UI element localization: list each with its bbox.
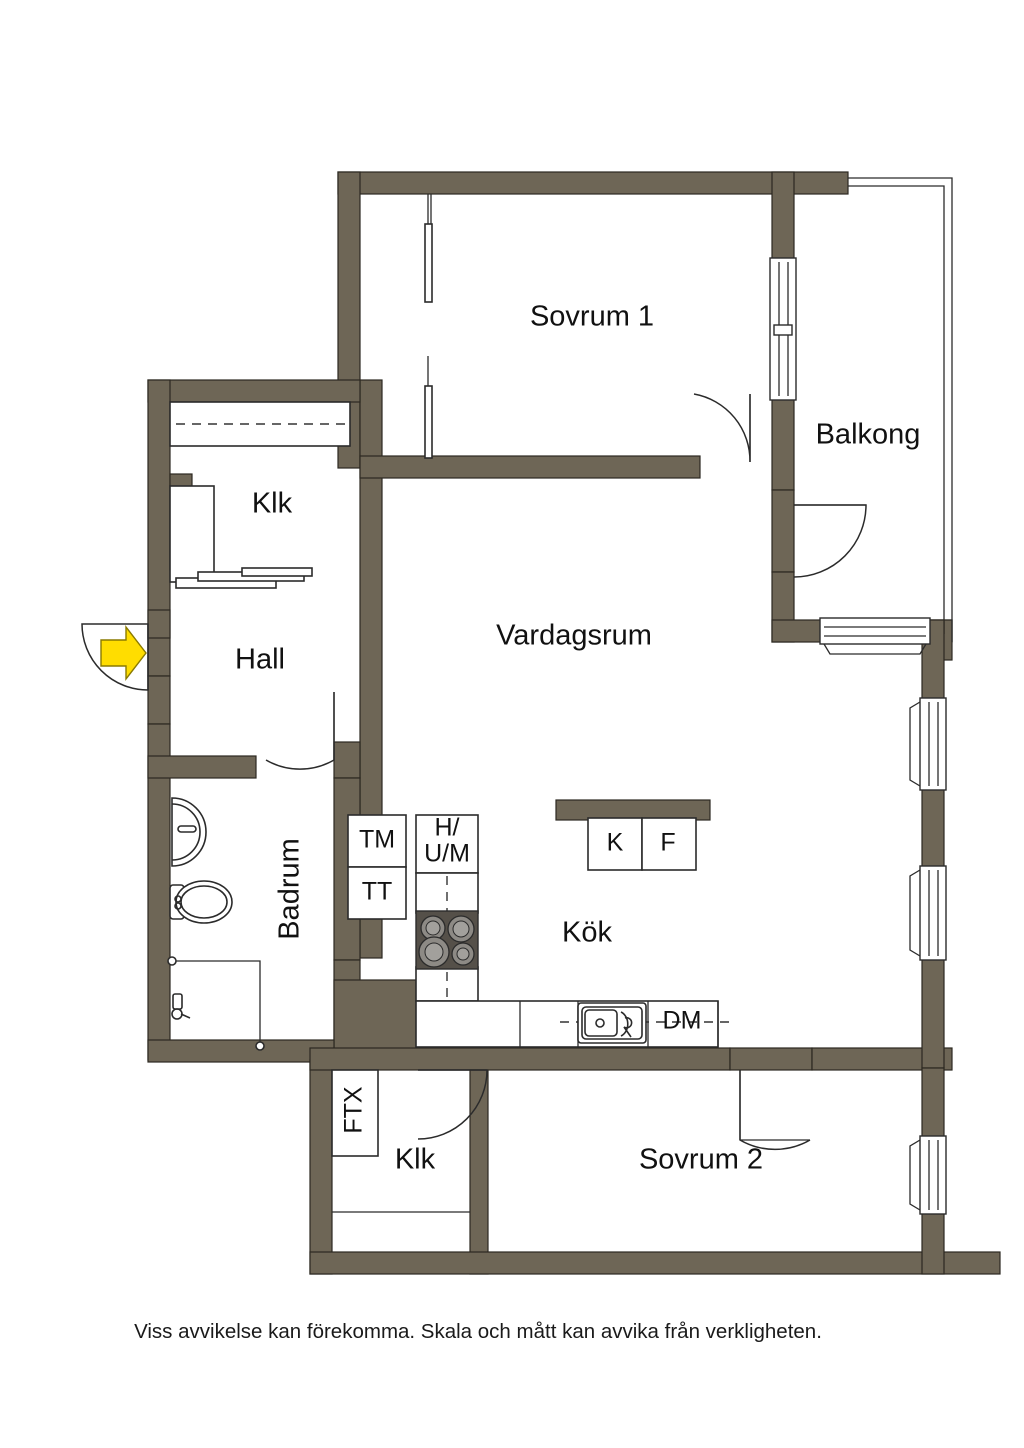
window-east-2 [909, 865, 947, 961]
wall-right-exterior-b [921, 787, 945, 869]
walls-group [147, 171, 1001, 1275]
room-label-vardagsrum: Vardagsrum [496, 620, 652, 652]
appliance-labels-group: TM TT H/ U/M K F DM FTX [340, 814, 702, 1134]
wall-left-klk-bottom [309, 1059, 333, 1275]
appliance-label-tm: TM [359, 826, 395, 854]
wall-kok-sovrum2-divider [309, 1047, 731, 1071]
toilet [169, 880, 233, 924]
door-balcony[interactable] [793, 504, 867, 578]
room-label-klk-bottom: Klk [395, 1144, 436, 1176]
wall-top-klk [147, 379, 361, 403]
appliance-label-hum-line2: U/M [424, 840, 470, 868]
room-label-sovrum2: Sovrum 2 [639, 1144, 763, 1176]
room-label-kok: Kök [562, 917, 612, 949]
shower-mixer-icon [171, 993, 191, 1020]
klk-top-shelving [169, 401, 351, 589]
balcony-railing [848, 177, 953, 642]
room-label-badrum: Badrum [274, 838, 306, 940]
window-east-1 [909, 697, 947, 791]
fixtures-group [167, 194, 730, 1213]
laundry-boxes [347, 814, 407, 920]
box-hum [415, 814, 575, 1023]
appliance-label-k: K [607, 829, 624, 857]
door-badrum[interactable] [265, 692, 335, 770]
wall-sovrum1-vardagsrum [359, 455, 701, 479]
wall-kok-sovrum2-far-right [811, 1047, 953, 1071]
appliance-label-ftx: FTX [340, 1086, 368, 1134]
wall-right-exterior-c [921, 957, 945, 1069]
doors-group [81, 393, 867, 1151]
wall-entrance-upper [147, 609, 171, 639]
window-balcony-bottom [819, 617, 931, 655]
appliance-label-hum-line1: H/ [435, 814, 460, 842]
room-label-sovrum1: Sovrum 1 [530, 301, 654, 333]
box-f [641, 817, 697, 871]
appliance-label-f: F [660, 829, 675, 857]
appliance-label-dm: DM [663, 1007, 702, 1035]
wall-kitchen-stub [555, 799, 711, 821]
wall-entrance-lower [147, 675, 171, 725]
wall-bottom-exterior [309, 1251, 1001, 1275]
door-sovrum2[interactable] [739, 1070, 811, 1151]
wall-right-exterior-d [921, 1067, 945, 1139]
box-ftx [331, 1069, 379, 1157]
windows-group [769, 257, 947, 1215]
wall-klk-sovrum2-divider [469, 1069, 489, 1275]
room-label-balkong: Balkong [816, 419, 921, 451]
box-tm [347, 814, 407, 868]
entrance-arrow-icon [100, 624, 147, 682]
wall-right-sovrum1-bottom [771, 397, 795, 491]
wall-badrum-top-left [147, 755, 257, 779]
wall-kitchen-badrum-block [333, 979, 417, 1061]
bathroom-sink [171, 797, 207, 867]
window-east-3 [909, 1135, 947, 1215]
wall-badrum-top-right-stub [333, 741, 361, 779]
door-klk-bottom[interactable] [417, 1069, 488, 1140]
disclaimer-caption: Viss avvikelse kan förekomma. Skala och … [134, 1320, 822, 1343]
fridge-freezer-boxes [587, 817, 697, 871]
wall-right-sovrum1-top [771, 171, 795, 273]
window-sovrum1-east [769, 257, 797, 401]
wall-balcony-divider-mid [771, 489, 795, 573]
wall-badrum-bottom [147, 1039, 335, 1063]
sovrum1-wardrobe-lines [424, 194, 433, 459]
room-label-hall: Hall [235, 644, 285, 676]
box-tt [347, 866, 407, 920]
stove-cooktop [415, 910, 479, 970]
wall-left-sovrum1-lower [359, 379, 383, 469]
room-label-klk-top: Klk [252, 488, 293, 520]
door-entrance[interactable] [81, 623, 149, 691]
kitchen-sink [577, 1002, 647, 1044]
room-labels-group: Sovrum 1 Balkong Klk Vardagsrum Hall Bad… [235, 301, 920, 1176]
klk-bottom-fixtures [331, 1069, 470, 1213]
appliance-label-tt: TT [362, 878, 393, 906]
door-sovrum1[interactable] [693, 393, 751, 463]
wall-kok-sovrum2-right [729, 1047, 813, 1071]
kitchen-counter [415, 1000, 730, 1048]
shower-area [167, 956, 265, 1051]
box-k [587, 817, 643, 871]
